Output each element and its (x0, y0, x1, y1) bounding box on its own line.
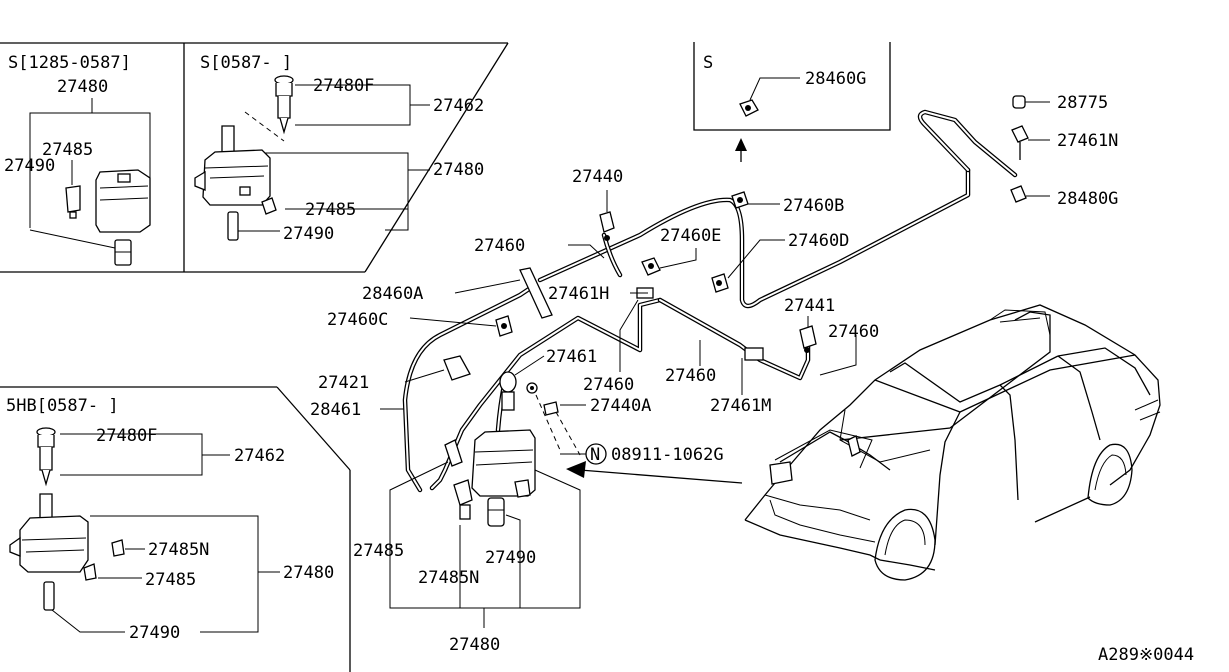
part-label-27490: 27490 (129, 623, 180, 643)
part-label-27461N: 27461N (1057, 131, 1118, 151)
part-label-27485N: 27485N (418, 568, 479, 588)
inset-s-1285-0587: S[1285-0587] 27480 27485 27490 (4, 53, 151, 266)
part-label-27485: 27485 (305, 200, 356, 220)
car-silhouette (744, 304, 1161, 581)
part-label-27460E: 27460E (660, 226, 721, 246)
part-label-27480: 27480 (57, 77, 108, 97)
part-label-27461M: 27461M (710, 396, 771, 416)
diagram-id: A289※0044 (1098, 645, 1194, 665)
part-label-28461: 28461 (310, 400, 361, 420)
part-label-28460A: 28460A (362, 284, 423, 304)
part-label-27480: 27480 (449, 635, 500, 655)
part-label-08911-1062G: 08911-1062G (611, 445, 724, 465)
part-label-27490: 27490 (485, 548, 536, 568)
part-label-27480F: 27480F (96, 426, 157, 446)
part-label-27460: 27460 (583, 375, 634, 395)
nozzle-stack: 28775 27461N 28480G (1010, 93, 1118, 209)
main-labels: 27440 27460 27460E 27460D 27460B 28460A … (310, 167, 879, 655)
part-label-27485N: 27485N (148, 540, 209, 560)
part-label-27421: 27421 (318, 373, 369, 393)
inset-header: S[0587- ] (200, 53, 292, 73)
nut-symbol-n: N (590, 445, 600, 465)
part-label-27462: 27462 (433, 96, 484, 116)
inset-s-0587: S[0587- ] 27480F 27462 27480 27485 27490 (194, 53, 484, 244)
part-label-27485: 27485 (353, 541, 404, 561)
part-label-27441: 27441 (784, 296, 835, 316)
part-label-27460D: 27460D (788, 231, 849, 251)
part-label-27440A: 27440A (590, 396, 651, 416)
part-label-27480: 27480 (433, 160, 484, 180)
part-label-28460G: 28460G (805, 69, 866, 89)
part-label-27485: 27485 (42, 140, 93, 160)
part-label-27485: 27485 (145, 570, 196, 590)
part-label-27460: 27460 (828, 322, 879, 342)
part-label-27460C: 27460C (327, 310, 388, 330)
inset-header: 5HB[0587- ] (6, 396, 119, 416)
part-label-27462: 27462 (234, 446, 285, 466)
part-label-27460B: 27460B (783, 196, 844, 216)
part-label-27490: 27490 (283, 224, 334, 244)
part-label-27460: 27460 (474, 236, 525, 256)
part-label-27460: 27460 (665, 366, 716, 386)
part-label-27480: 27480 (283, 563, 334, 583)
part-label-27461H: 27461H (548, 284, 609, 304)
inset-header: S (703, 53, 713, 73)
part-label-27440: 27440 (572, 167, 623, 187)
inset-s-top: S 28460G (703, 53, 866, 162)
main-assembly (443, 191, 817, 527)
part-label-28480G: 28480G (1057, 189, 1118, 209)
inset-frames (0, 42, 891, 672)
part-label-27480F: 27480F (313, 76, 374, 96)
inset-5hb-0587: 5HB[0587- ] 27480F 27462 27485N 27485 27… (6, 396, 334, 643)
inset-header: S[1285-0587] (8, 53, 131, 73)
leader-lines (380, 190, 857, 628)
part-label-28775: 28775 (1057, 93, 1108, 113)
part-label-27461: 27461 (546, 347, 597, 367)
